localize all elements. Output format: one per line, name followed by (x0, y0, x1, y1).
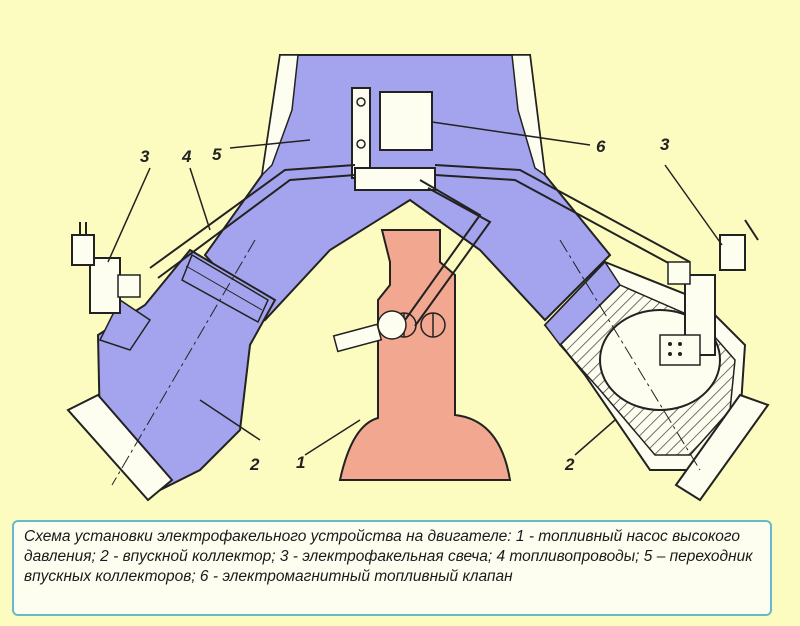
right-flange (674, 393, 770, 502)
valve-fitting (354, 167, 436, 191)
callout-6: 6 (596, 137, 606, 156)
callout-4: 4 (181, 147, 192, 166)
callout-1: 1 (296, 453, 305, 472)
intake-manifold-left (66, 239, 277, 502)
callout-3-right: 3 (660, 135, 670, 154)
adapter-flange-right (511, 54, 546, 177)
fuel-pump (338, 229, 512, 481)
caption-text: Схема установки электрофакельного устрой… (24, 528, 753, 585)
adapter-flange-left (260, 54, 299, 178)
callout-3-left: 3 (140, 147, 150, 166)
left-flange (66, 393, 174, 502)
caption-box: Схема установки электрофакельного устрой… (12, 520, 772, 616)
leader-lines (107, 121, 723, 456)
glow-plug-right (659, 219, 759, 366)
fuel-lines (149, 164, 691, 327)
callout-2-left: 2 (249, 455, 260, 474)
callout-5: 5 (212, 145, 222, 164)
solenoid-valve (379, 91, 433, 151)
pump-injector (332, 310, 407, 353)
callout-2-right: 2 (564, 455, 575, 474)
engine-diagram: 3 4 5 6 3 2 1 2 (66, 54, 770, 502)
glow-plug-left (71, 222, 141, 314)
